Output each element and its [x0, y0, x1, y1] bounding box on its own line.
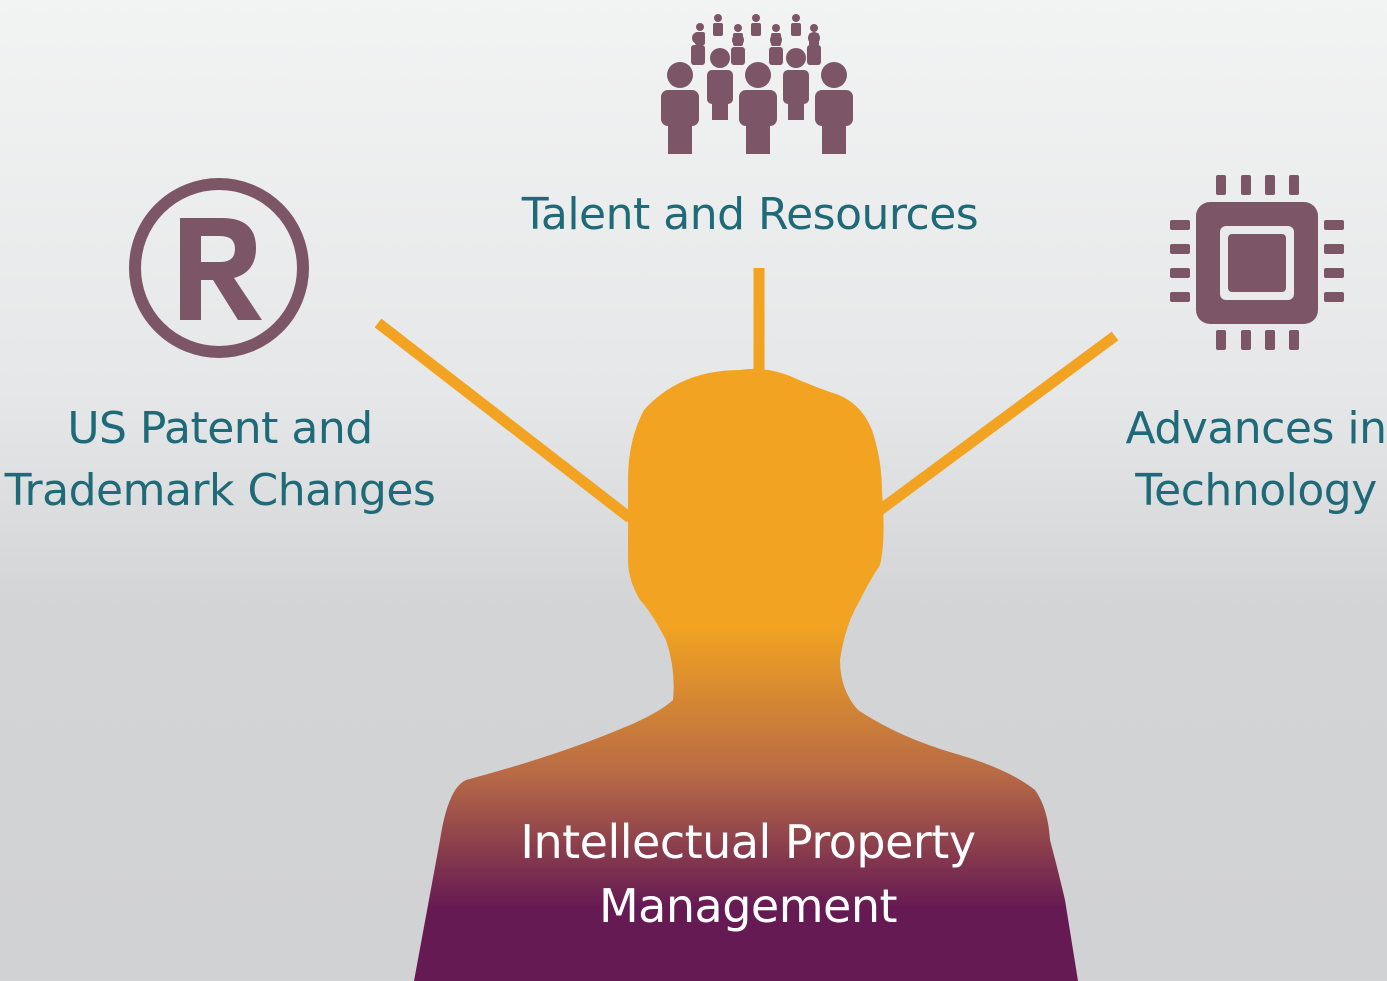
- person-silhouette: [414, 368, 1078, 981]
- technology-label-line1: Advances in: [1125, 403, 1387, 454]
- technology-label-line2: Technology: [1135, 465, 1377, 516]
- center-label: Intellectual Property Management: [470, 810, 1026, 938]
- microchip-icon: [1170, 175, 1344, 350]
- crowd-icon: [661, 14, 853, 154]
- registered-trademark-icon: [129, 178, 309, 358]
- patent-label: US Patent and Trademark Changes: [0, 398, 440, 522]
- center-label-line1: Intellectual Property: [520, 815, 976, 869]
- connector-patent: [374, 318, 634, 523]
- patent-label-line1: US Patent and: [67, 403, 373, 454]
- crowd-back-row: [695, 14, 819, 46]
- crowd-second-row: [707, 48, 809, 120]
- connector-technology: [876, 331, 1119, 515]
- crowd-middle-row: [691, 32, 821, 65]
- center-label-line2: Management: [598, 879, 898, 933]
- talent-label-text: Talent and Resources: [521, 189, 979, 240]
- crowd-front-row: [661, 62, 853, 154]
- connector-lines: [374, 268, 1119, 523]
- technology-label: Advances in Technology: [1120, 398, 1387, 522]
- talent-label: Talent and Resources: [508, 184, 992, 246]
- patent-label-line2: Trademark Changes: [4, 465, 436, 516]
